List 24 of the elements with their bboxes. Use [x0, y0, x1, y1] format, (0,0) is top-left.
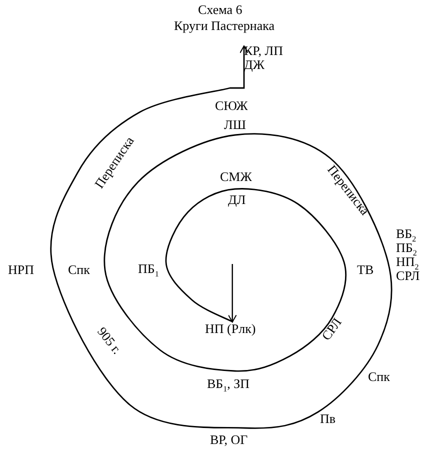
side-label: НРП [8, 263, 34, 277]
arrow [228, 264, 237, 322]
loop-label: СРЛ [319, 316, 344, 344]
side-label: Спк [68, 263, 90, 277]
side-label: ПБ$_{2}$ [396, 241, 417, 255]
side-label: Спк [368, 370, 390, 384]
side-label: ПБ$_{1}$ [138, 262, 159, 276]
diagram-title: Схема 6 [198, 3, 242, 17]
loop-label: ЛШ [224, 118, 246, 132]
loop-label: ВР, ОГ [210, 433, 248, 447]
diagram-heading: Круги Пастернака [174, 19, 275, 33]
outcome-label: КР, ЛП ДЖ [244, 44, 292, 72]
side-label: ТВ [357, 263, 374, 277]
loop-label: СМЖ [220, 170, 252, 184]
loop-label: ДЛ [228, 193, 246, 207]
loop-label: ВБ$_{1}$, ЗП [207, 377, 250, 391]
spiral-arrow [50, 46, 392, 429]
side-label: Пв [320, 412, 336, 426]
center-label: НП (Рлк) [205, 322, 256, 336]
side-label: СРЛ [396, 269, 420, 283]
year-label: 905 г. [94, 324, 124, 357]
loop-label: СЮЖ [215, 99, 248, 113]
side-label: НП$_{2}$ [396, 255, 419, 269]
side-label: ВБ$_{2}$ [396, 227, 416, 241]
